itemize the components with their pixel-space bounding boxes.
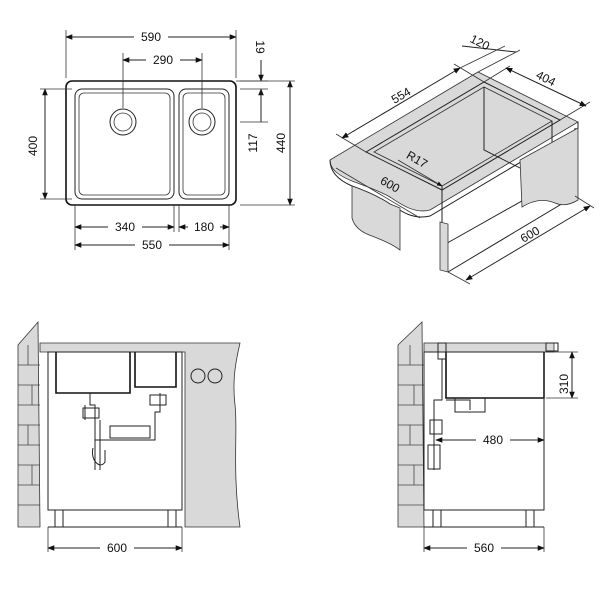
countertop (329, 71, 579, 212)
dim-290: 290 (153, 53, 173, 67)
dim-440: 440 (274, 133, 288, 153)
drain-small-icon (188, 108, 216, 136)
dim-400: 400 (26, 136, 40, 156)
drain-pipe (84, 393, 161, 470)
front-large-bowl (55, 352, 131, 394)
front-small-bowl (134, 352, 177, 388)
small-bowl (178, 88, 230, 200)
top-view: 590 290 400 19 117 440 340 (26, 29, 295, 252)
sink-outline (65, 80, 237, 206)
dim-310: 310 (557, 374, 571, 394)
side-view: 310 480 560 (397, 321, 578, 555)
large-bowl (74, 88, 175, 200)
dim-600-front-view: 600 (107, 541, 127, 555)
dim-180: 180 (194, 220, 214, 234)
dim-554: 554 (389, 84, 414, 106)
front-view: 600 (17, 320, 241, 555)
side-bowl (445, 352, 545, 399)
dim-120: 120 (468, 32, 492, 54)
dim-404: 404 (534, 68, 558, 90)
dim-340: 340 (115, 220, 135, 234)
dim-19: 19 (253, 40, 267, 54)
dim-550: 550 (142, 238, 162, 252)
dim-600-depth: 600 (518, 223, 543, 245)
drain-large-icon (109, 108, 137, 136)
dim-590: 590 (141, 30, 161, 44)
iso-view: 554 120 404 R17 600 600 (329, 32, 595, 285)
dim-480: 480 (483, 433, 503, 447)
cabinet-front (47, 351, 183, 511)
cabinet-side (423, 351, 545, 511)
dim-560: 560 (474, 541, 494, 555)
dim-117: 117 (246, 133, 260, 152)
